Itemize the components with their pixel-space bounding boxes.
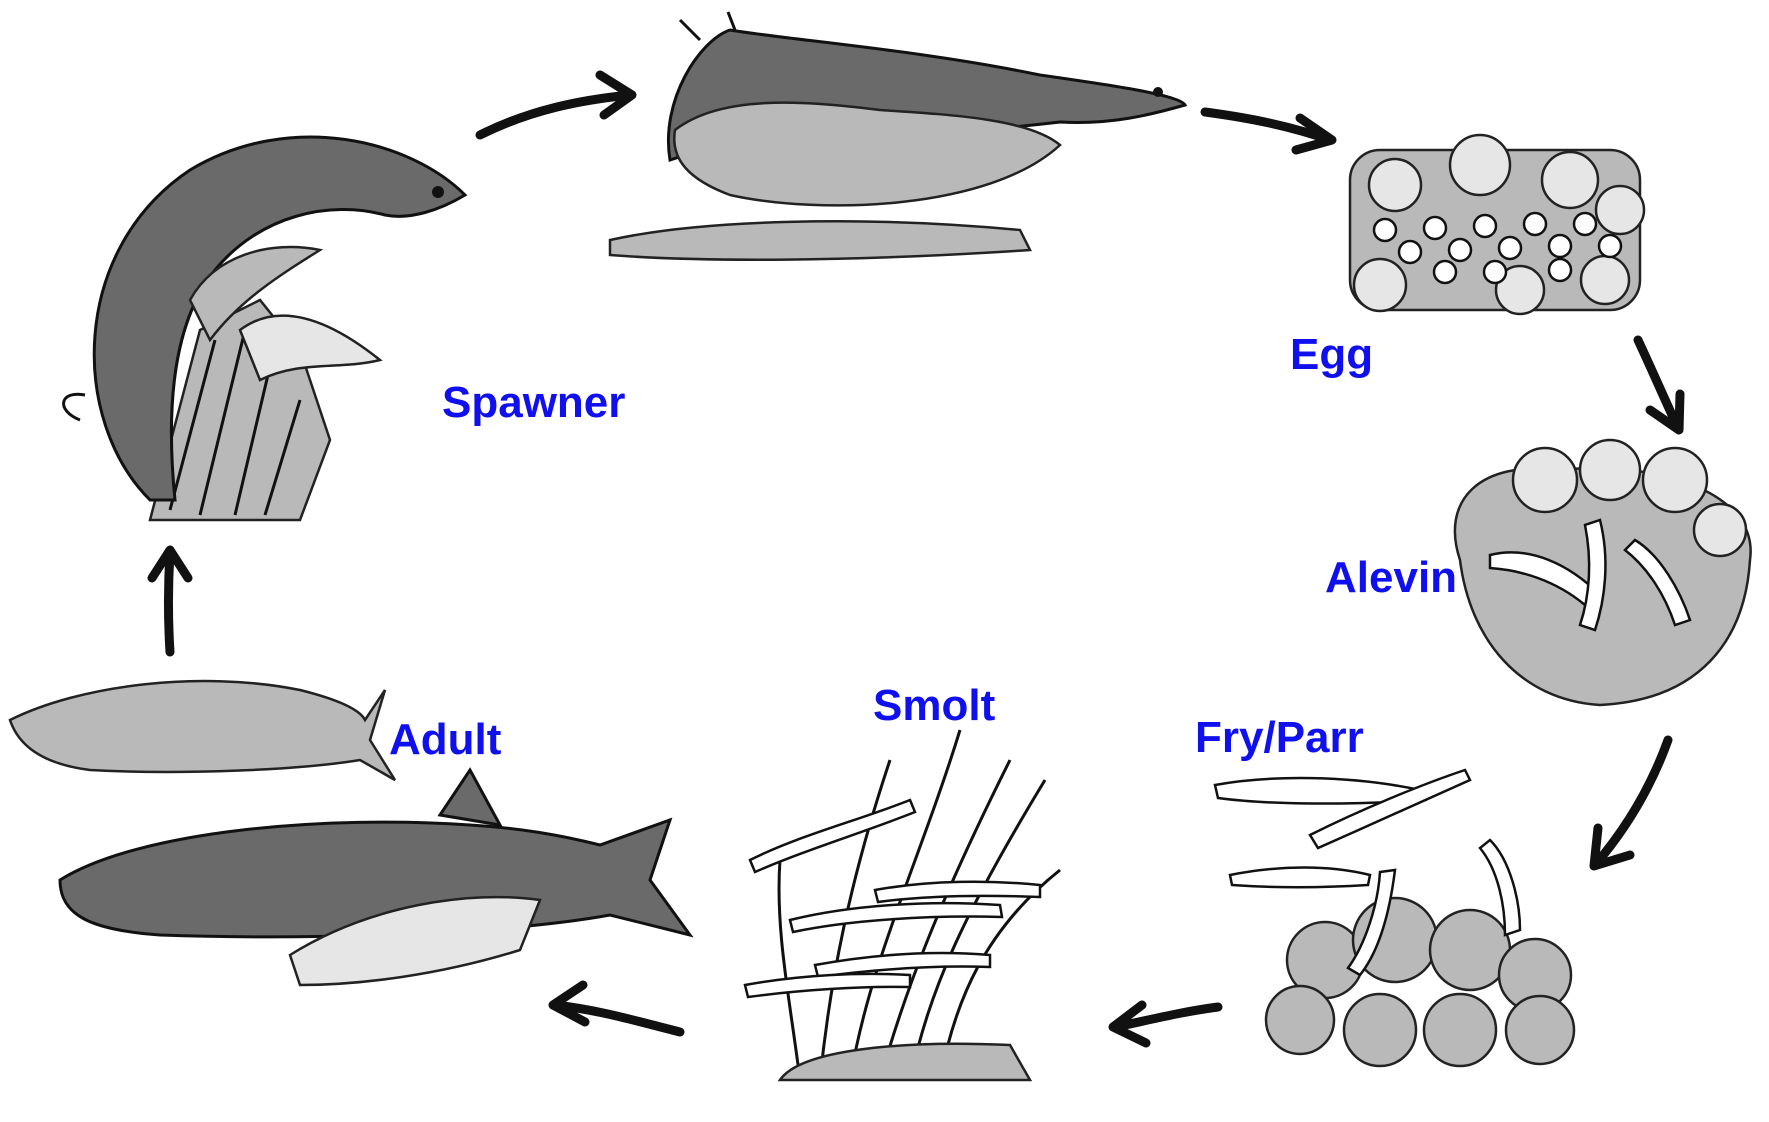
smolt-illustration	[745, 730, 1060, 1080]
arrow-spawning-to-egg	[1205, 112, 1332, 150]
smolt-label: Smolt	[873, 681, 996, 730]
arrow-fry-to-smolt	[1113, 1005, 1218, 1043]
arrow-spawner-to-spawning	[480, 75, 632, 135]
fry-parr-label: Fry/Parr	[1195, 713, 1364, 762]
arrow-smolt-to-adult	[553, 985, 680, 1032]
adult-illustration	[10, 681, 690, 985]
spawner-label: Spawner	[442, 378, 625, 427]
fry-parr-illustration	[1215, 770, 1574, 1066]
arrow-alevin-to-fry	[1594, 740, 1668, 866]
adult-label: Adult	[389, 715, 502, 764]
alevin-illustration	[1455, 440, 1751, 705]
spawner-illustration	[64, 137, 465, 520]
egg-label: Egg	[1290, 330, 1373, 379]
arrow-egg-to-alevin	[1638, 340, 1680, 430]
spawning-pair-illustration	[610, 12, 1185, 260]
arrow-adult-to-spawner	[152, 550, 188, 652]
egg-illustration	[1350, 135, 1644, 314]
alevin-label: Alevin	[1325, 553, 1457, 602]
